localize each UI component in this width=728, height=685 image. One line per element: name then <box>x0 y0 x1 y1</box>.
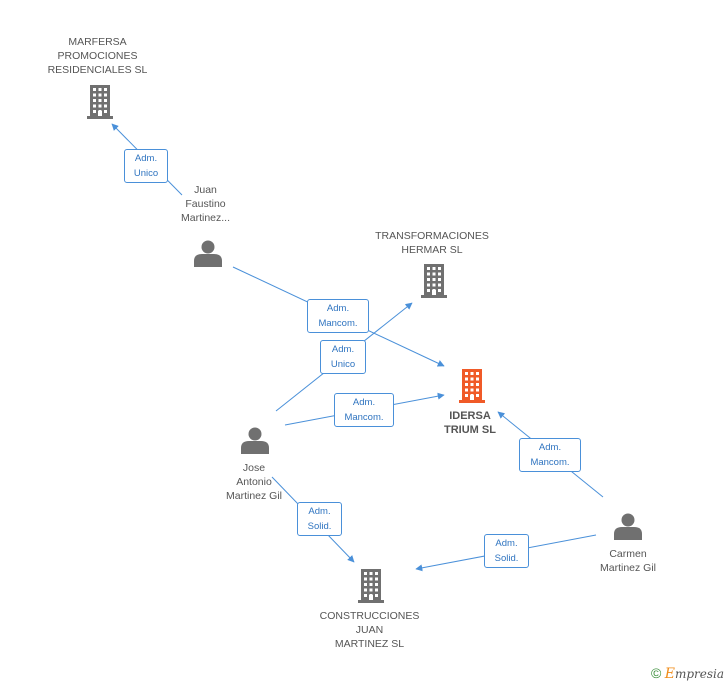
edge-label-carmen-construcciones[interactable]: Adm.Solid. <box>484 534 529 568</box>
idersa-building-icon[interactable] <box>459 369 485 403</box>
edge-label-jose-hermar[interactable]: Adm.Unico <box>320 340 366 374</box>
edge-label-jose-idersa[interactable]: Adm.Mancom. <box>334 393 394 427</box>
edge-label-carmen-idersa[interactable]: Adm.Mancom. <box>519 438 581 472</box>
jose-person-icon[interactable] <box>241 427 269 455</box>
hermar-building-icon[interactable] <box>421 264 447 298</box>
edge-label-juan-idersa[interactable]: Adm.Mancom. <box>307 299 369 333</box>
edge-label-jose-construcciones[interactable]: Adm.Solid. <box>297 502 342 536</box>
juan-person-icon[interactable] <box>194 240 222 268</box>
edge-label-juan-marfersa[interactable]: Adm.Unico <box>124 149 168 183</box>
carmen-person-icon[interactable] <box>614 513 642 541</box>
construcciones-building-icon[interactable] <box>358 569 384 603</box>
empresia-logo: Empresia <box>664 666 724 682</box>
copyright-mark: © <box>651 665 662 681</box>
marfersa-building-icon[interactable] <box>87 85 113 119</box>
empresia-watermark: © Empresia <box>651 665 724 682</box>
